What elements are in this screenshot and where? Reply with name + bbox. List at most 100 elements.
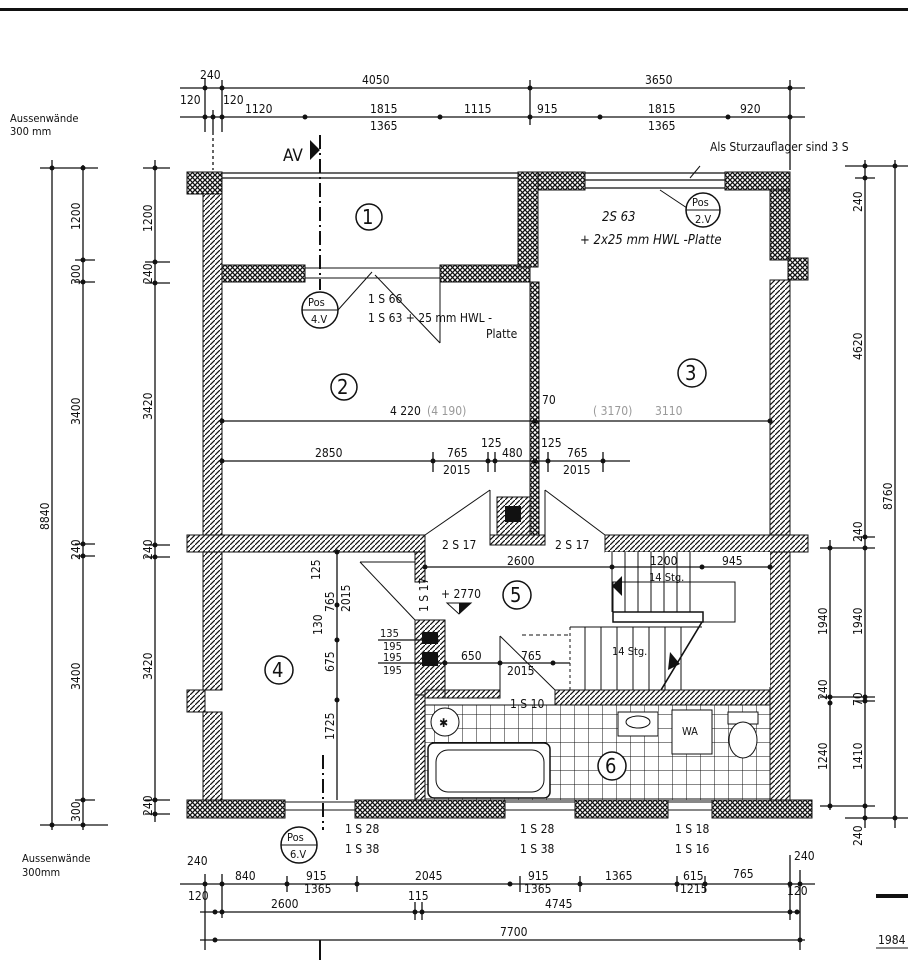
stair-arrow-icon [612, 576, 622, 596]
walls [186, 171, 813, 819]
svg-text:1365: 1365 [648, 119, 675, 133]
svg-text:3420: 3420 [141, 392, 155, 420]
lintel-note: Als Sturzauflager sind 3 S [710, 140, 849, 154]
bathroom: ✱ [424, 704, 771, 801]
svg-text:240: 240 [141, 263, 155, 284]
svg-text:135: 135 [380, 627, 399, 640]
svg-text:1 S 16: 1 S 16 [675, 842, 709, 856]
svg-text:WA: WA [682, 725, 698, 738]
svg-text:Platte: Platte [486, 327, 518, 341]
section-arrow-icon [310, 140, 320, 160]
svg-text:2 S 17: 2 S 17 [442, 538, 476, 552]
svg-text:1365: 1365 [524, 882, 551, 896]
svg-text:120: 120 [180, 93, 201, 107]
svg-text:130: 130 [311, 614, 325, 635]
svg-text:1200: 1200 [650, 554, 678, 568]
room-number: 3 [685, 361, 696, 385]
svg-text:1940: 1940 [816, 607, 830, 635]
svg-text:120: 120 [223, 93, 244, 107]
svg-text:Aussenwände: Aussenwände [10, 112, 79, 125]
svg-text:3400: 3400 [69, 397, 83, 425]
dimension-ticks [49, 85, 898, 943]
svg-text:( 3170): ( 3170) [593, 404, 632, 418]
svg-text:120: 120 [188, 889, 209, 903]
svg-text:240: 240 [187, 854, 208, 868]
staircase [522, 552, 770, 691]
svg-text:120: 120 [787, 884, 808, 898]
svg-text:2015: 2015 [563, 463, 590, 477]
svg-text:195: 195 [383, 664, 402, 677]
svg-text:1200: 1200 [69, 202, 83, 230]
svg-text:480: 480 [502, 446, 523, 460]
svg-text:4745: 4745 [545, 897, 572, 911]
svg-text:765: 765 [447, 446, 468, 460]
bathtub-inner-icon [435, 749, 545, 793]
svg-text:1 S 28: 1 S 28 [520, 822, 554, 836]
svg-text:240: 240 [141, 795, 155, 816]
svg-text:4.V: 4.V [311, 313, 327, 326]
svg-text:115: 115 [408, 889, 429, 903]
svg-text:840: 840 [235, 869, 256, 883]
svg-text:195: 195 [383, 640, 402, 653]
svg-text:70: 70 [542, 393, 556, 407]
svg-text:1365: 1365 [304, 882, 331, 896]
room-number: 1 [362, 205, 373, 229]
svg-text:1 S 28: 1 S 28 [345, 822, 379, 836]
svg-text:1200: 1200 [141, 204, 155, 232]
svg-text:1365: 1365 [605, 869, 632, 883]
svg-text:125: 125 [481, 436, 502, 450]
svg-text:1410: 1410 [851, 742, 865, 770]
dimension-labels: 240 4050 3650 120 120 1120 1815 1365 111… [38, 68, 895, 939]
svg-text:915: 915 [306, 869, 327, 883]
svg-text:2600: 2600 [507, 554, 535, 568]
svg-text:300: 300 [69, 801, 83, 822]
svg-text:4 220: 4 220 [390, 404, 421, 418]
svg-text:1 S 17: 1 S 17 [417, 578, 431, 612]
svg-text:240: 240 [794, 849, 815, 863]
shower-drain-icon [430, 707, 460, 737]
svg-text:125: 125 [309, 559, 323, 580]
annotations: Als Sturzauflager sind 3 S 2S 63 + 2x25 … [10, 112, 908, 949]
svg-text:+ 2770: + 2770 [441, 587, 481, 601]
svg-text:1240: 1240 [816, 742, 830, 770]
svg-text:1365: 1365 [370, 119, 397, 133]
svg-text:Pos: Pos [308, 296, 325, 309]
door-swings [359, 165, 701, 691]
section-marker: AV [283, 146, 303, 166]
svg-text:1815: 1815 [648, 102, 675, 116]
svg-text:1 S 38: 1 S 38 [345, 842, 379, 856]
room-number: 5 [510, 583, 521, 607]
svg-text:765: 765 [521, 649, 542, 663]
svg-text:6.V: 6.V [290, 848, 306, 861]
svg-text:195: 195 [383, 651, 402, 664]
svg-text:300mm: 300mm [22, 866, 60, 879]
svg-text:+ 2x25 mm HWL -Platte: + 2x25 mm HWL -Platte [580, 233, 722, 248]
svg-text:1120: 1120 [245, 102, 273, 116]
stair-arrow-icon [668, 652, 680, 670]
svg-text:✱: ✱ [439, 716, 448, 730]
svg-text:765: 765 [323, 591, 337, 612]
svg-text:3650: 3650 [645, 73, 673, 87]
svg-text:915: 915 [537, 102, 558, 116]
svg-text:240: 240 [200, 68, 221, 82]
svg-text:2015: 2015 [339, 585, 353, 612]
svg-text:2045: 2045 [415, 869, 442, 883]
svg-text:240: 240 [141, 539, 155, 560]
position-markers: Pos 2.V Pos 4.V Pos 6.V [280, 192, 721, 864]
svg-text:1 S 38: 1 S 38 [520, 842, 554, 856]
svg-text:2015: 2015 [443, 463, 470, 477]
svg-text:14 Stg.: 14 Stg. [649, 571, 684, 584]
toilet-icon [728, 721, 758, 759]
svg-text:920: 920 [740, 102, 761, 116]
svg-text:2015: 2015 [507, 664, 534, 678]
svg-text:240: 240 [851, 521, 865, 542]
svg-text:1 S 63 + 25 mm HWL -: 1 S 63 + 25 mm HWL - [368, 311, 492, 325]
room-number: 6 [605, 754, 616, 778]
svg-text:300: 300 [69, 264, 83, 285]
svg-text:240: 240 [69, 539, 83, 560]
svg-text:240: 240 [851, 191, 865, 212]
svg-text:Aussenwände: Aussenwände [22, 852, 91, 865]
svg-text:1940: 1940 [851, 607, 865, 635]
svg-text:Pos: Pos [692, 196, 709, 209]
svg-text:1 S 66: 1 S 66 [368, 292, 402, 306]
